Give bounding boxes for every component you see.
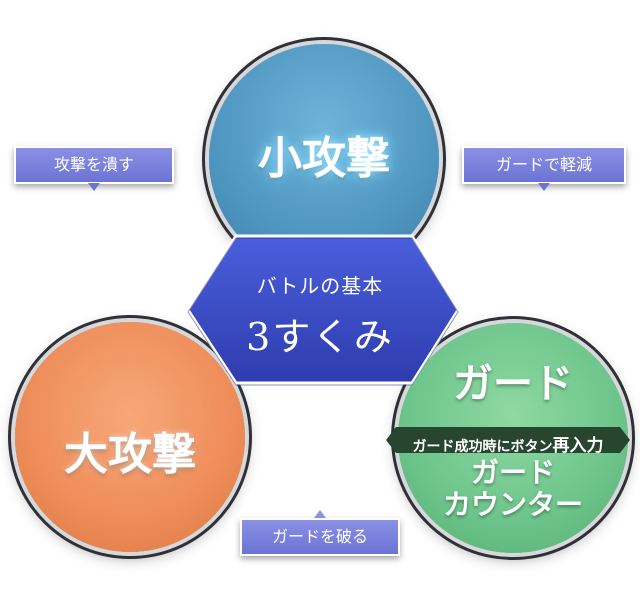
guard-ribbon-text: ガード成功時にボタン再入力 [386, 431, 630, 456]
guard-counter-line2: カウンター [442, 488, 583, 521]
center-subtitle: バトルの基本 [256, 274, 384, 298]
guard-ribbon: ガード成功時にボタン再入力 [386, 427, 630, 453]
guard-label: ガード [453, 361, 573, 407]
small-attack-circle: 小攻撃 [209, 44, 439, 274]
relation-crush-tag: 攻撃を潰す [14, 146, 174, 191]
guard-counter-line1: ガード [470, 456, 555, 489]
ribbon-prefix: ガード成功時にボタン [412, 439, 553, 455]
relation-reduce-tag: ガードで軽減 [462, 146, 626, 191]
guard-counter-label: ガード カウンター [398, 457, 628, 521]
relation-break-tag: ガードを破る [240, 510, 400, 556]
ribbon-emphasis: 再入力 [552, 436, 604, 456]
large-attack-label: 大攻撃 [64, 429, 196, 480]
center-title: 3すくみ [246, 315, 394, 359]
small-attack-label: 小攻撃 [258, 133, 390, 184]
